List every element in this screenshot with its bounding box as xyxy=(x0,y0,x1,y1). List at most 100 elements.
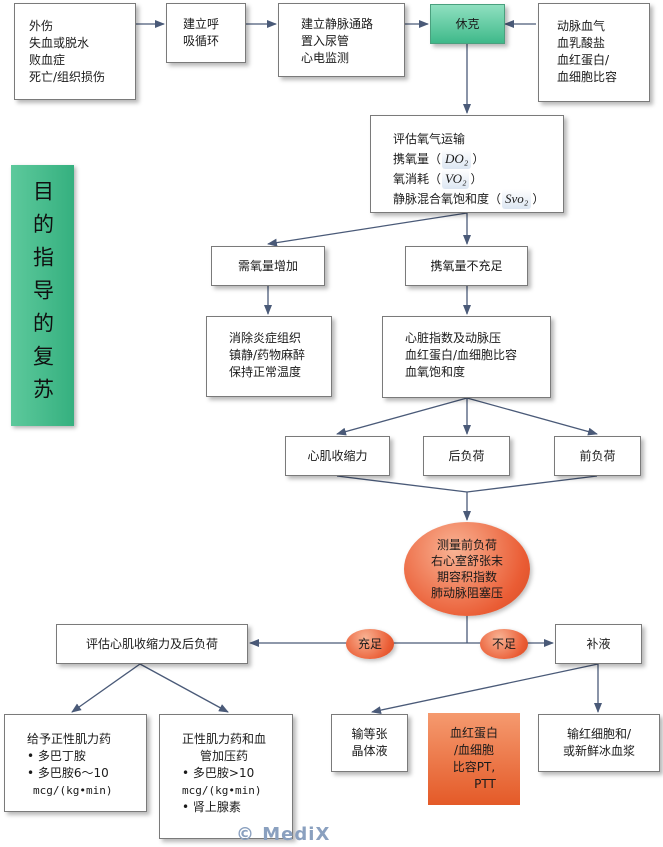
do2-row: 携氧量（DO₂） xyxy=(393,149,563,169)
supply-factor-line: 血红蛋白/血细胞比容 xyxy=(405,348,518,362)
causes-line: 失血或脱水 xyxy=(29,36,90,50)
afterload-label: 后负荷 xyxy=(448,448,485,463)
contractility-label: 心肌收缩力 xyxy=(307,448,368,463)
svo2-row: 静脉混合氧饱和度（Svo₂） xyxy=(393,189,563,209)
supply-low-label: 携氧量不充足 xyxy=(430,258,503,273)
transfusion-box: 输红细胞和/ 或新鲜冰血浆 xyxy=(538,714,660,772)
labs-line: 血乳酸盐 xyxy=(557,36,606,50)
hb-line: 血红蛋白 xyxy=(449,726,498,740)
causes-line: 败血症 xyxy=(29,53,66,67)
circulation-line: 建立呼 xyxy=(183,17,220,31)
adequate-label: 充足 xyxy=(357,637,382,651)
measure-line: 肺动脉阻塞压 xyxy=(430,586,503,600)
labs-line: 血红蛋白/ xyxy=(557,53,610,67)
vo2-end: ） xyxy=(470,172,483,186)
supply-low-box: 携氧量不充足 xyxy=(405,246,528,286)
edge-merge-to-preload-measure xyxy=(336,475,598,493)
inadequate-label: 不足 xyxy=(491,637,516,651)
contractility-box: 心肌收缩力 xyxy=(285,436,390,476)
adequate-oval: 充足 xyxy=(346,629,394,659)
demand-up-label: 需氧量增加 xyxy=(237,258,298,273)
hb-line: 比容PT, xyxy=(452,760,496,774)
supply-factor-line: 血氧饱和度 xyxy=(405,365,466,379)
oxygen-title: 评估氧气运输 xyxy=(393,132,466,146)
do2-symbol: DO₂ xyxy=(442,149,472,169)
do2-end: ） xyxy=(472,152,485,166)
banner-label: 目的指导的复苏 xyxy=(30,180,55,411)
inotropes-item-text: 多巴丁胺 xyxy=(37,749,86,763)
vasopressors-item-text: 肾上腺素 xyxy=(192,800,241,814)
edge-evaluate-to-inotropes xyxy=(71,663,141,713)
vo2-symbol: VO₂ xyxy=(442,169,470,189)
supply-factor-line: 心脏指数及动脉压 xyxy=(405,331,502,345)
vasopressors-unit: mcg/(kg•min) xyxy=(182,784,262,797)
goal-directed-resuscitation-banner: 目的指导的复苏 xyxy=(11,165,74,426)
preload-box: 前负荷 xyxy=(554,436,641,476)
labs-box: 动脉血气 血乳酸盐 血红蛋白/ 血细胞比容 xyxy=(538,3,650,102)
transfusion-line: 输红细胞和/ xyxy=(566,727,632,741)
vasopressors-box: 正性肌力药和血 管加压药 • 多巴胺>10 mcg/(kg•min) • 肾上腺… xyxy=(159,714,293,839)
hb-line: PTT xyxy=(474,777,496,791)
measure-line: 测量前负荷 xyxy=(436,538,497,552)
supply-factors-box: 心脏指数及动脉压 血红蛋白/血细胞比容 血氧饱和度 xyxy=(382,316,551,398)
causes-line: 外伤 xyxy=(29,19,54,33)
causes-box: 外伤 失血或脱水 败血症 死亡/组织损伤 xyxy=(14,3,136,100)
demand-action-line: 保持正常温度 xyxy=(229,365,302,379)
oxygen-eval-box: 评估氧气运输 携氧量（DO₂） 氧消耗（VO₂） 静脉混合氧饱和度（Svo₂） xyxy=(370,115,564,213)
svo2-end: ） xyxy=(532,192,545,206)
crystalloid-line: 输等张 xyxy=(351,727,388,741)
vasopressors-item: • 多巴胺>10 xyxy=(182,766,255,780)
hb-check-text: 血红蛋白 /血细胞 比容PT, PTT xyxy=(450,725,498,793)
inotropes-box: 给予正性肌力药 • 多巴丁胺 • 多巴胺6～10 mcg/(kg•min) xyxy=(4,714,147,812)
establish-circulation-box: 建立呼 吸循环 xyxy=(166,3,246,63)
hb-line: /血细胞 xyxy=(453,743,495,757)
crystalloid-text: 输等张 晶体液 xyxy=(351,726,387,760)
inotropes-item-text: 多巴胺6～10 xyxy=(37,766,109,780)
transfusion-line: 或新鲜冰血浆 xyxy=(562,744,635,758)
afterload-box: 后负荷 xyxy=(423,436,510,476)
inotropes-title: 给予正性肌力药 xyxy=(27,732,112,746)
evaluate-label: 评估心肌收缩力及后负荷 xyxy=(85,636,218,651)
edge-evaluate-to-vasopressors xyxy=(139,663,229,713)
shock-label: 休克 xyxy=(455,16,480,31)
causes-line: 死亡/组织损伤 xyxy=(29,70,106,84)
inadequate-oval: 不足 xyxy=(480,629,528,659)
labs-line: 动脉血气 xyxy=(557,19,606,33)
crystalloid-line: 晶体液 xyxy=(351,744,388,758)
circulation-line: 吸循环 xyxy=(183,34,220,48)
transfusion-text: 输红细胞和/ 或新鲜冰血浆 xyxy=(563,726,635,760)
crystalloid-box: 输等张 晶体液 xyxy=(331,714,408,772)
shock-box: 休克 xyxy=(430,4,505,44)
vasopressors-item-text: 多巴胺>10 xyxy=(192,766,255,780)
demand-up-box: 需氧量增加 xyxy=(211,246,325,286)
demand-action-line: 镇静/药物麻醉 xyxy=(229,348,306,362)
inotropes-item: • 多巴丁胺 xyxy=(27,749,86,763)
iv-line: 置入尿管 xyxy=(301,34,350,48)
measure-line: 期容积指数 xyxy=(436,570,497,584)
vasopressors-title: 正性肌力药和血 xyxy=(182,732,267,746)
fluids-box: 补液 xyxy=(555,624,642,664)
iv-access-box: 建立静脉通路 置入尿管 心电监测 xyxy=(278,3,405,77)
fluids-label: 补液 xyxy=(586,636,611,651)
demand-action-line: 消除炎症组织 xyxy=(229,331,302,345)
svo2-label: 静脉混合氧饱和度（ xyxy=(393,192,502,206)
iv-line: 建立静脉通路 xyxy=(301,17,374,31)
vasopressors-title: 管加压药 xyxy=(200,749,249,763)
edge-fluids-to-crystalloid xyxy=(371,663,599,715)
edge-factors-to-contractility xyxy=(336,397,468,436)
svo2-symbol: Svo₂ xyxy=(502,189,532,209)
evaluate-box: 评估心肌收缩力及后负荷 xyxy=(56,624,248,664)
preload-measure-oval: 测量前负荷 右心室舒张末 期容积指数 肺动脉阻塞压 xyxy=(404,522,530,616)
preload-label: 前负荷 xyxy=(579,448,616,463)
preload-measure-text: 测量前负荷 右心室舒张末 期容积指数 肺动脉阻塞压 xyxy=(431,537,503,601)
measure-line: 右心室舒张末 xyxy=(430,554,503,568)
edge-factors-to-preload xyxy=(466,397,598,436)
do2-label: 携氧量（ xyxy=(393,152,442,166)
edge-oxygen-to-demand xyxy=(267,212,468,247)
inotropes-unit: mcg/(kg•min) xyxy=(33,784,113,797)
inotropes-item: • 多巴胺6～10 xyxy=(27,766,109,780)
vo2-label: 氧消耗（ xyxy=(393,172,442,186)
vo2-row: 氧消耗（VO₂） xyxy=(393,169,563,189)
labs-line: 血细胞比容 xyxy=(557,70,618,84)
